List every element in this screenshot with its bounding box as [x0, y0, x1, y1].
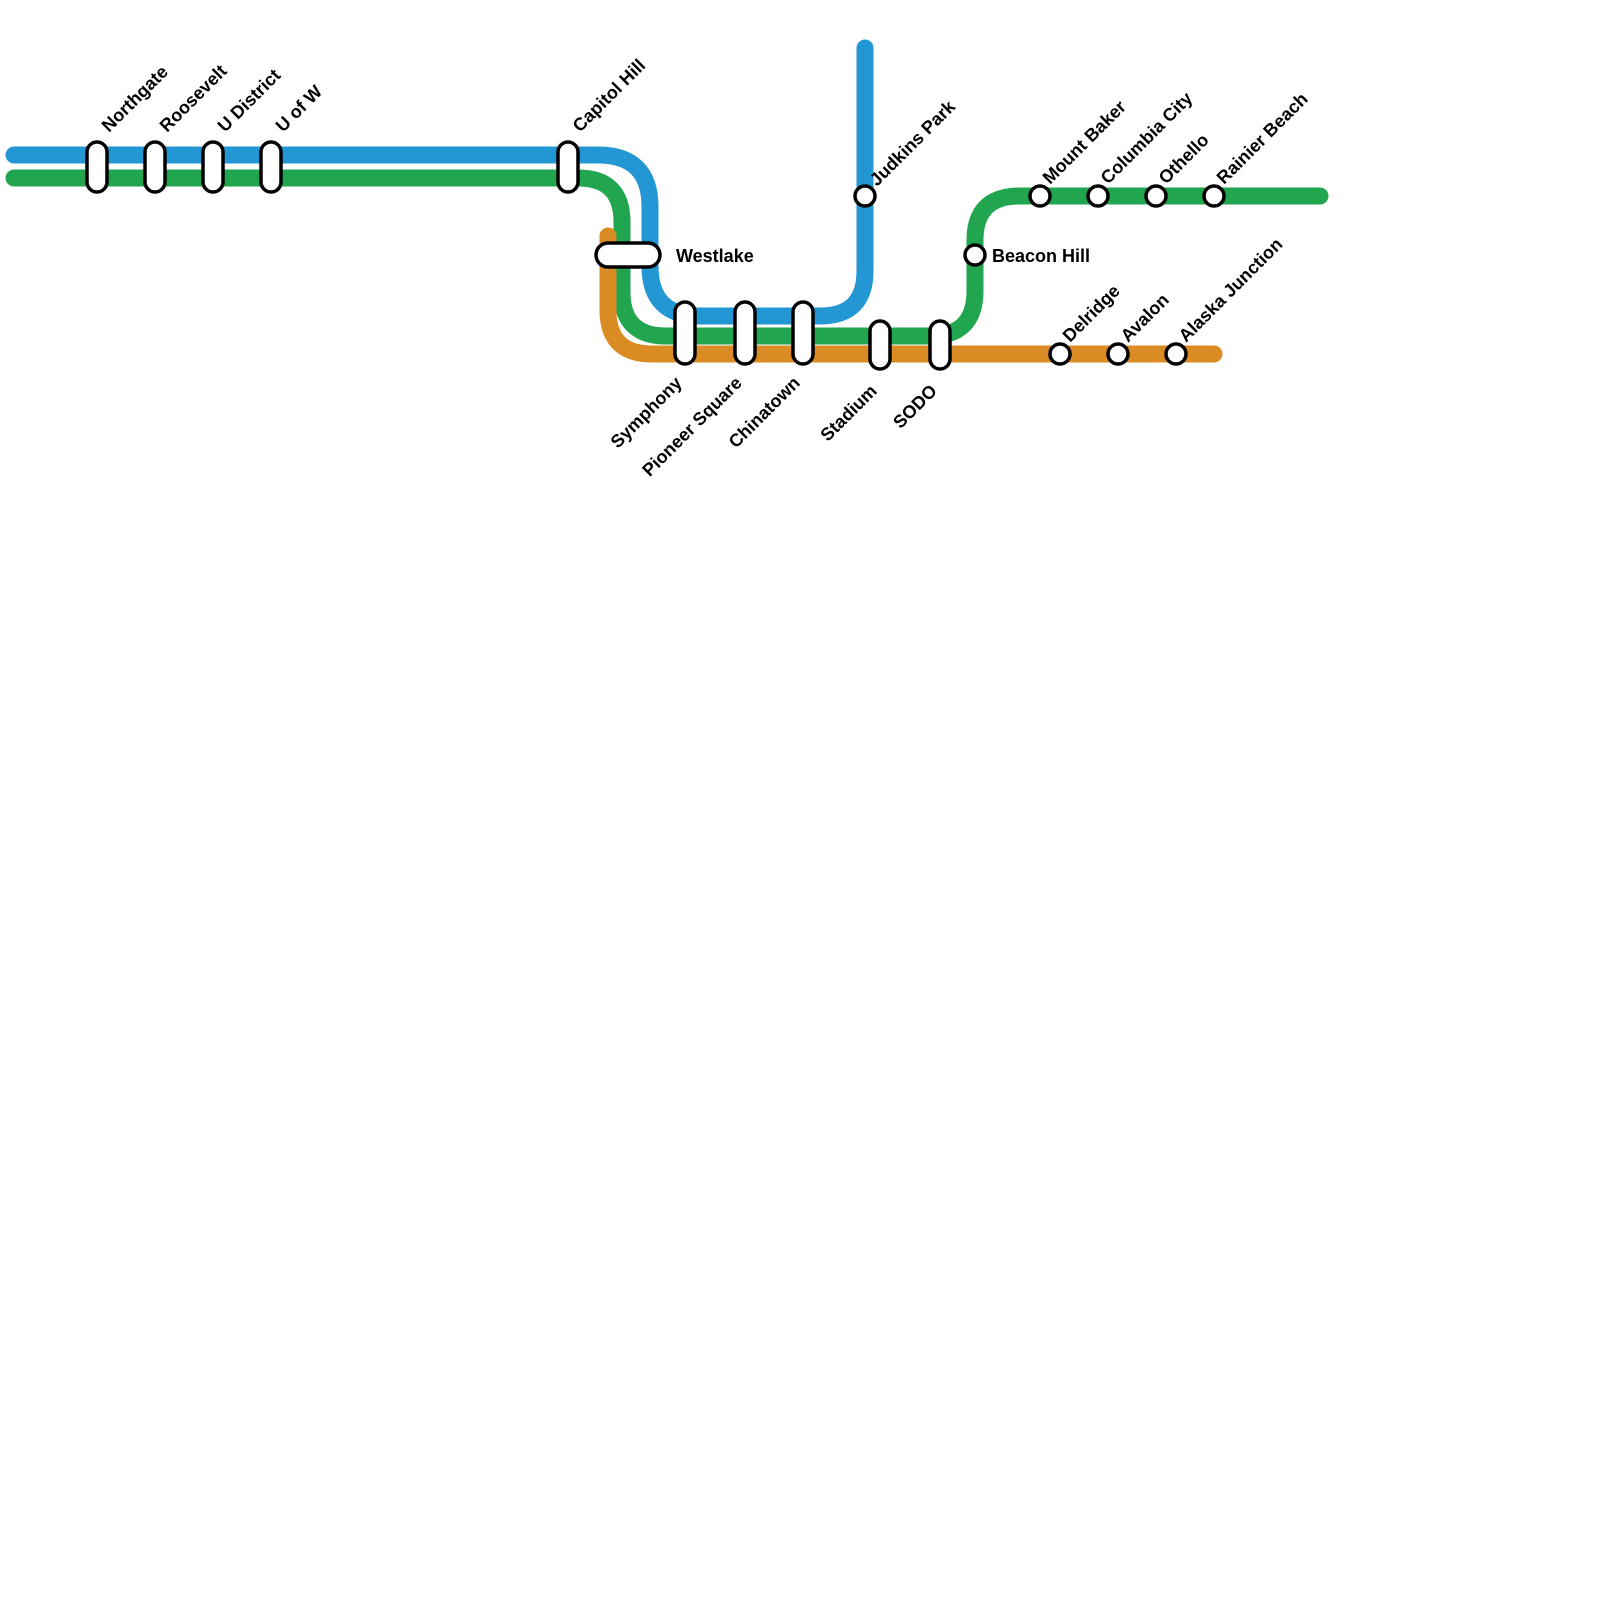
station-marker-northgate: [85, 140, 109, 194]
station-label-rainier-beach: Rainier Beach: [1213, 89, 1312, 188]
station-marker-roosevelt: [143, 140, 167, 194]
station-marker-othello: [1144, 184, 1168, 208]
station-marker-judkins-park: [853, 184, 877, 208]
station-marker-avalon: [1106, 342, 1130, 366]
station-label-avalon: Avalon: [1117, 290, 1173, 346]
station-marker-u-of-w: [259, 140, 283, 194]
station-label-stadium: Stadium: [816, 381, 880, 445]
station-marker-stadium: [868, 319, 892, 371]
station-marker-rainier-beach: [1202, 184, 1226, 208]
station-label-sodo: SODO: [889, 381, 941, 433]
line-orange: [599, 227, 1223, 363]
station-marker-delridge: [1048, 342, 1072, 366]
station-marker-sodo: [928, 319, 952, 371]
station-label-alaska-junction: Alaska Junction: [1175, 234, 1287, 346]
station-marker-symphony: [673, 300, 697, 366]
station-label-othello: Othello: [1155, 130, 1213, 188]
station-label-capitol-hill: Capitol Hill: [569, 55, 650, 136]
station-marker-pioneer-square: [733, 300, 757, 366]
station-label-delridge: Delridge: [1059, 281, 1124, 346]
station-marker-mount-baker: [1028, 184, 1052, 208]
station-label-westlake: Westlake: [676, 246, 754, 266]
station-marker-columbia-city: [1086, 184, 1110, 208]
station-marker-u-district: [201, 140, 225, 194]
station-marker-beacon-hill: [963, 243, 987, 267]
line-blue: [5, 39, 874, 325]
station-marker-chinatown: [791, 300, 815, 366]
station-label-beacon-hill: Beacon Hill: [992, 246, 1090, 266]
station-marker-alaska-junction: [1164, 342, 1188, 366]
station-marker-capitol-hill: [556, 140, 580, 194]
station-marker-westlake: [594, 241, 662, 269]
station-label-u-of-w: U of W: [272, 81, 326, 135]
station-label-judkins-park: Judkins Park: [866, 96, 960, 190]
